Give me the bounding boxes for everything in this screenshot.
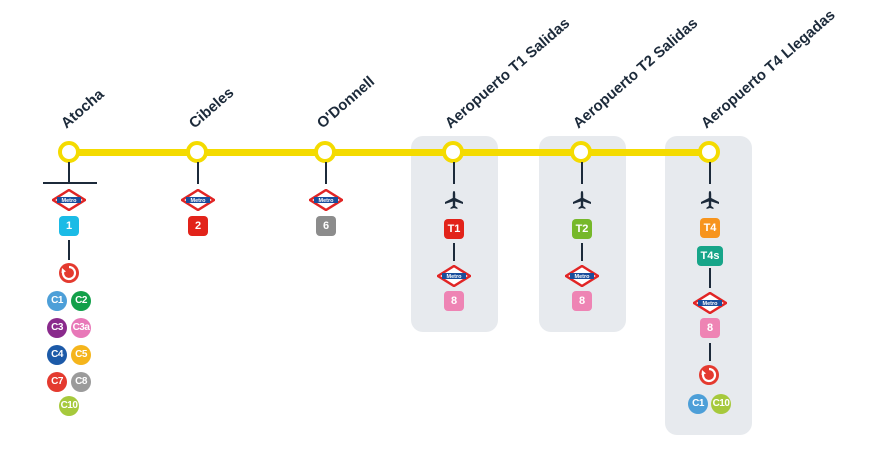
metro-logo-icon: Metro [437,265,471,287]
cercanias-badge: C5 [71,345,91,365]
line-badge-8: 8 [444,291,464,311]
cercanias-badge: C1 [688,394,708,414]
stop-marker-t4[interactable] [698,141,720,163]
airplane-icon [701,191,719,209]
airplane-icon [573,191,591,209]
line-badge-6: 6 [316,216,336,236]
connector [581,243,583,261]
connector [581,162,583,184]
station-label-odonnell: O'Donnell [313,73,379,132]
connector [197,162,199,184]
connector [709,268,711,288]
line-badge-8: 8 [700,318,720,338]
metro-logo-icon: Metro [565,265,599,287]
metro-logo-icon: Metro [693,292,727,314]
cercanias-badge: C2 [71,291,91,311]
cercanias-logo-icon [699,365,719,385]
terminal-badge-t2: T2 [572,219,592,239]
svg-text:Metro: Metro [191,198,207,204]
line-badge-2: 2 [188,216,208,236]
stop-marker-odonnell[interactable] [314,141,336,163]
connector [709,343,711,361]
station-label-cibeles: Cibeles [185,84,238,132]
terminal-badge-t4s: T4s [697,246,723,266]
connector [453,243,455,261]
connector [68,162,70,182]
station-label-atocha: Atocha [57,85,108,132]
cercanias-logo-icon [59,263,79,283]
metro-logo-icon: Metro [309,189,343,211]
route-line [69,149,711,156]
line-badge-8: 8 [572,291,592,311]
cercanias-badge: C7 [47,372,67,392]
svg-text:Metro: Metro [447,274,463,280]
t4-panel [665,136,752,435]
stop-marker-cibeles[interactable] [186,141,208,163]
connector [68,240,70,260]
stop-marker-atocha[interactable] [58,141,80,163]
svg-text:Metro: Metro [62,198,78,204]
station-label-t4: Aeropuerto T4 Llegadas [697,6,839,132]
connector [453,162,455,184]
airplane-icon [445,191,463,209]
stop-marker-t1[interactable] [442,141,464,163]
cercanias-badge: C10 [711,394,731,414]
cercanias-badge: C3a [71,318,91,338]
cercanias-badge: C8 [71,372,91,392]
line-badge-1: 1 [59,216,79,236]
interchange-bar [43,182,97,184]
stop-marker-t2[interactable] [570,141,592,163]
svg-text:Metro: Metro [575,274,591,280]
cercanias-badge: C3 [47,318,67,338]
metro-logo-icon: Metro [52,189,86,211]
station-label-t1: Aeropuerto T1 Salidas [441,14,574,133]
cercanias-badge: C4 [47,345,67,365]
svg-text:Metro: Metro [703,301,719,307]
svg-text:Metro: Metro [319,198,335,204]
cercanias-badge: C10 [59,396,79,416]
metro-logo-icon: Metro [181,189,215,211]
terminal-badge-t1: T1 [444,219,464,239]
station-label-t2: Aeropuerto T2 Salidas [569,14,702,133]
connector [325,162,327,184]
cercanias-badge: C1 [47,291,67,311]
terminal-badge-t4: T4 [700,218,720,238]
connector [709,162,711,184]
